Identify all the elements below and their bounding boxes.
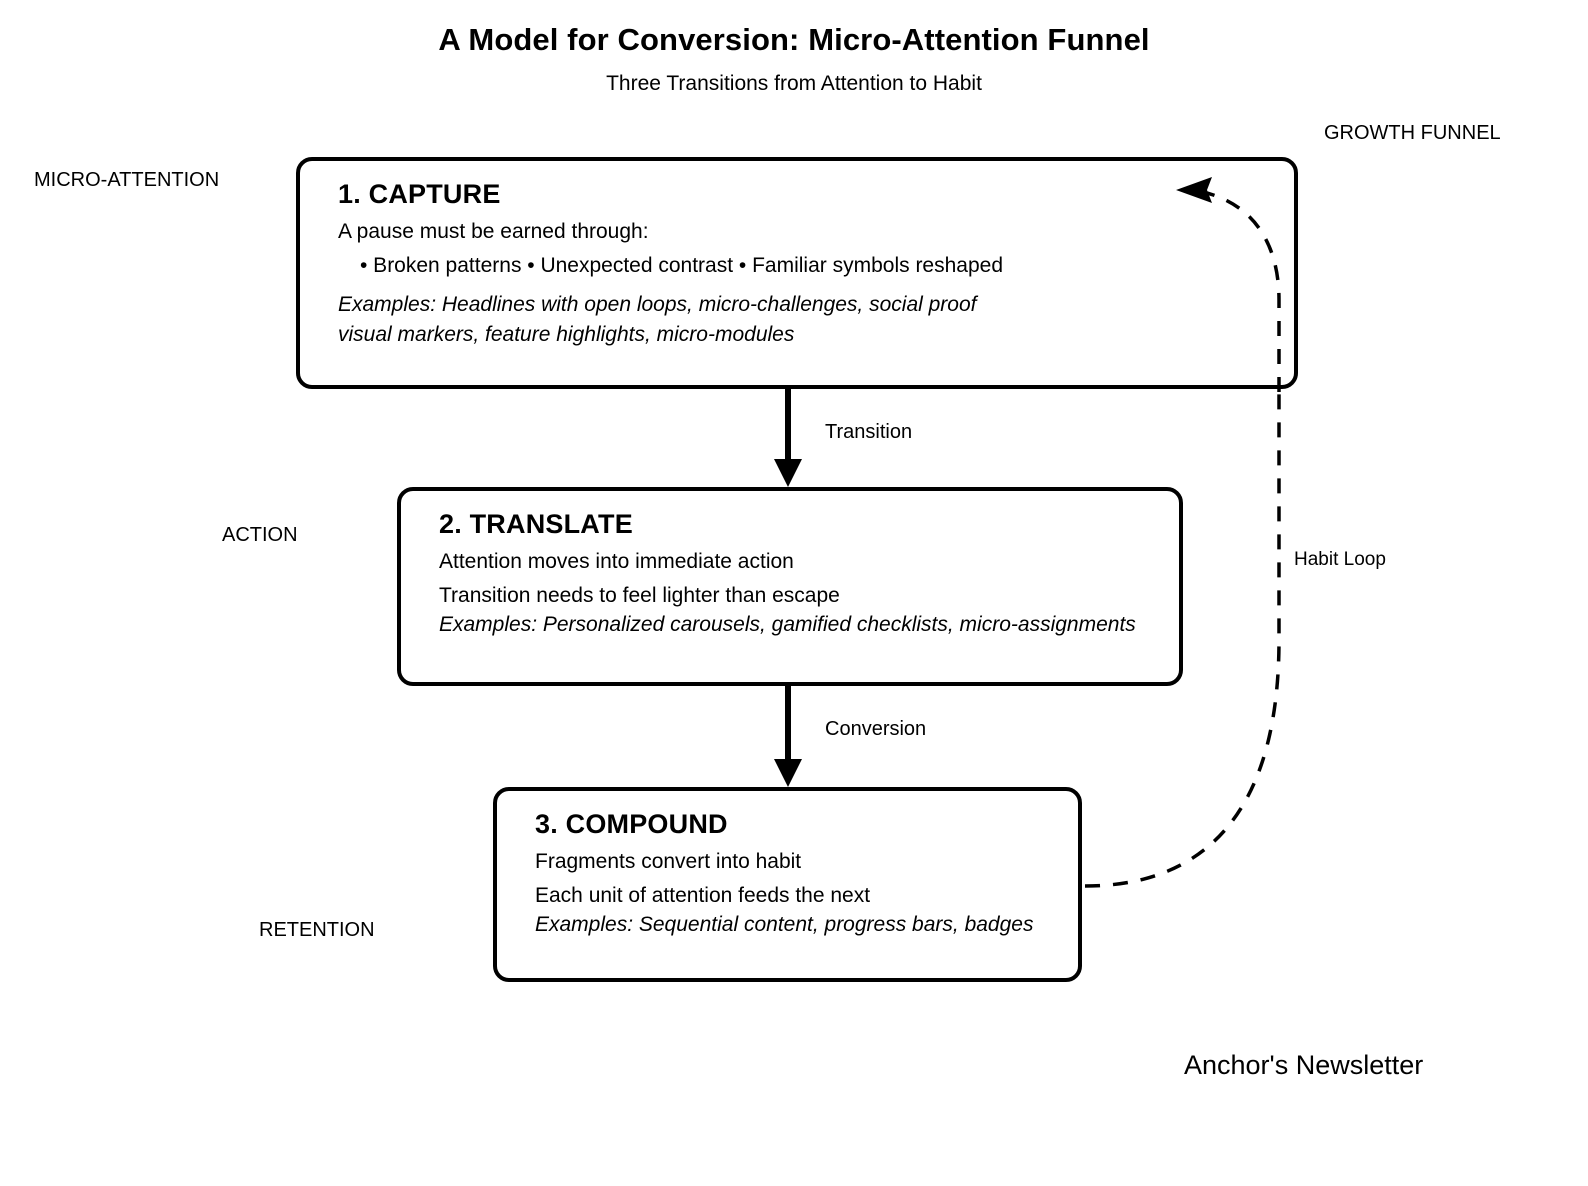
stage-box-capture[interactable]: 1. CAPTURE A pause must be earned throug…	[296, 157, 1298, 389]
footer-brand: Anchor's Newsletter	[1184, 1050, 1424, 1080]
stage-capture-bullets: • Broken patterns • Unexpected contrast …	[360, 254, 1004, 277]
stage-translate-content: 2. TRANSLATE Attention moves into immedi…	[439, 509, 1155, 640]
stage-capture-lead: A pause must be earned through:	[338, 220, 649, 243]
stage-compound-secondary: Each unit of attention feeds the next	[535, 884, 871, 907]
page-title: A Model for Conversion: Micro-Attention …	[438, 22, 1150, 57]
lane-label-retention: RETENTION	[259, 919, 375, 941]
stage-translate-heading: 2. TRANSLATE	[439, 509, 633, 539]
stage-compound-content: 3. COMPOUND Fragments convert into habit…	[535, 809, 1054, 940]
stage-compound-examples: Examples: Sequential content, progress b…	[535, 913, 1034, 936]
lane-label-growth-funnel: GROWTH FUNNEL	[1324, 122, 1501, 144]
stage-translate-secondary: Transition needs to feel lighter than es…	[439, 584, 840, 607]
lane-label-micro-attention: MICRO-ATTENTION	[34, 169, 220, 191]
arrow-head-icon	[774, 459, 802, 487]
arrow-shaft	[785, 686, 791, 761]
connector-label-conversion: Conversion	[825, 718, 927, 740]
stage-box-compound[interactable]: 3. COMPOUND Fragments convert into habit…	[493, 787, 1082, 982]
page-subtitle: Three Transitions from Attention to Habi…	[606, 72, 982, 95]
lane-label-action: ACTION	[222, 524, 298, 546]
stage-box-translate[interactable]: 2. TRANSLATE Attention moves into immedi…	[397, 487, 1183, 686]
arrow-shaft	[785, 388, 791, 461]
stage-translate-examples: Examples: Personalized carousels, gamifi…	[439, 613, 1136, 636]
stage-translate-lead: Attention moves into immediate action	[439, 550, 794, 573]
flow-arrow-conversion	[768, 686, 808, 787]
connector-label-habit-loop: Habit Loop	[1294, 549, 1386, 570]
arrow-head-icon	[774, 759, 802, 787]
stage-capture-examples-line-1: Examples: Headlines with open loops, mic…	[338, 293, 977, 316]
stage-compound-heading: 3. COMPOUND	[535, 809, 728, 839]
stage-compound-lead: Fragments convert into habit	[535, 850, 802, 873]
connector-label-transition: Transition	[825, 421, 913, 443]
flow-arrow-transition	[768, 388, 808, 487]
stage-capture-examples-line-2: visual markers, feature highlights, micr…	[338, 322, 795, 346]
stage-capture-content: 1. CAPTURE A pause must be earned throug…	[338, 179, 1270, 350]
stage-capture-heading: 1. CAPTURE	[338, 179, 501, 209]
